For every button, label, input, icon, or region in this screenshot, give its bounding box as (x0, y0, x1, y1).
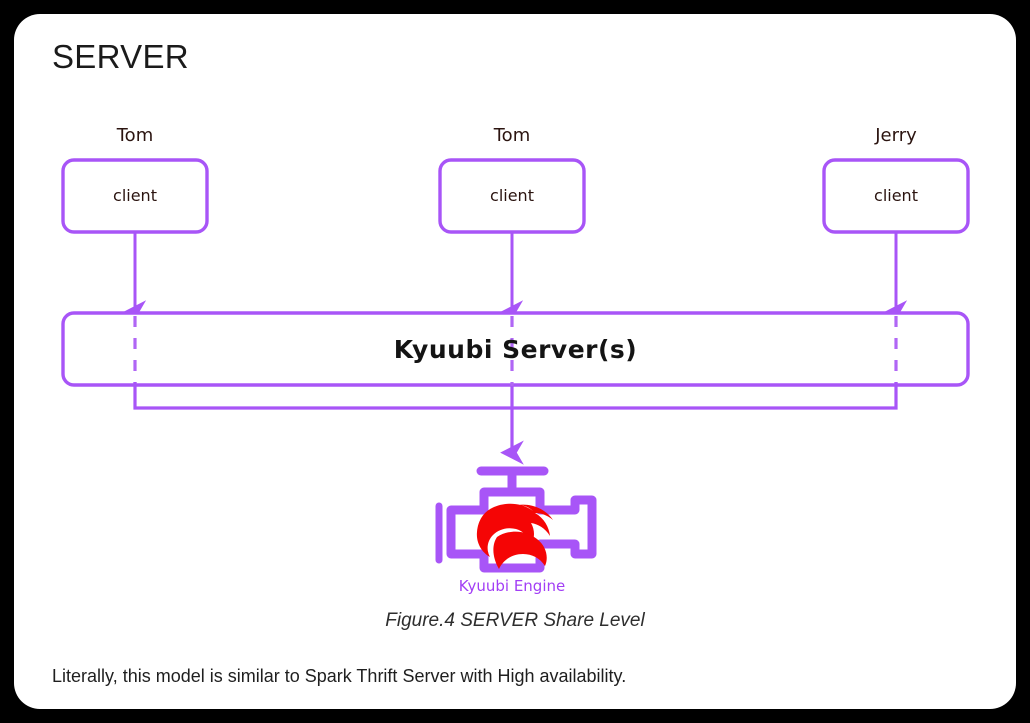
body-paragraph: Literally, this model is similar to Spar… (52, 666, 627, 686)
content-card: SERVER (14, 14, 1016, 709)
client-user-label-3: Jerry (875, 125, 917, 146)
client-user-label-2: Tom (493, 125, 531, 146)
engine-icon (435, 466, 597, 573)
kyuubi-server-bar[interactable] (61, 311, 970, 387)
architecture-diagram (61, 158, 970, 573)
client-box-label-3: client (874, 186, 918, 205)
page-title: SERVER (52, 38, 189, 75)
kyuubi-server-label: Kyuubi Server(s) (393, 335, 638, 364)
client-user-label-1: Tom (116, 125, 154, 146)
client-box-label-2: client (490, 186, 534, 205)
kyuubi-engine-label: Kyuubi Engine (458, 577, 566, 595)
shared-engine-bracket (133, 382, 898, 410)
client-box-label-1: client (113, 186, 157, 205)
figure-caption: Figure.4 SERVER Share Level (385, 610, 645, 631)
kyuubi-fox-logo (476, 503, 553, 569)
